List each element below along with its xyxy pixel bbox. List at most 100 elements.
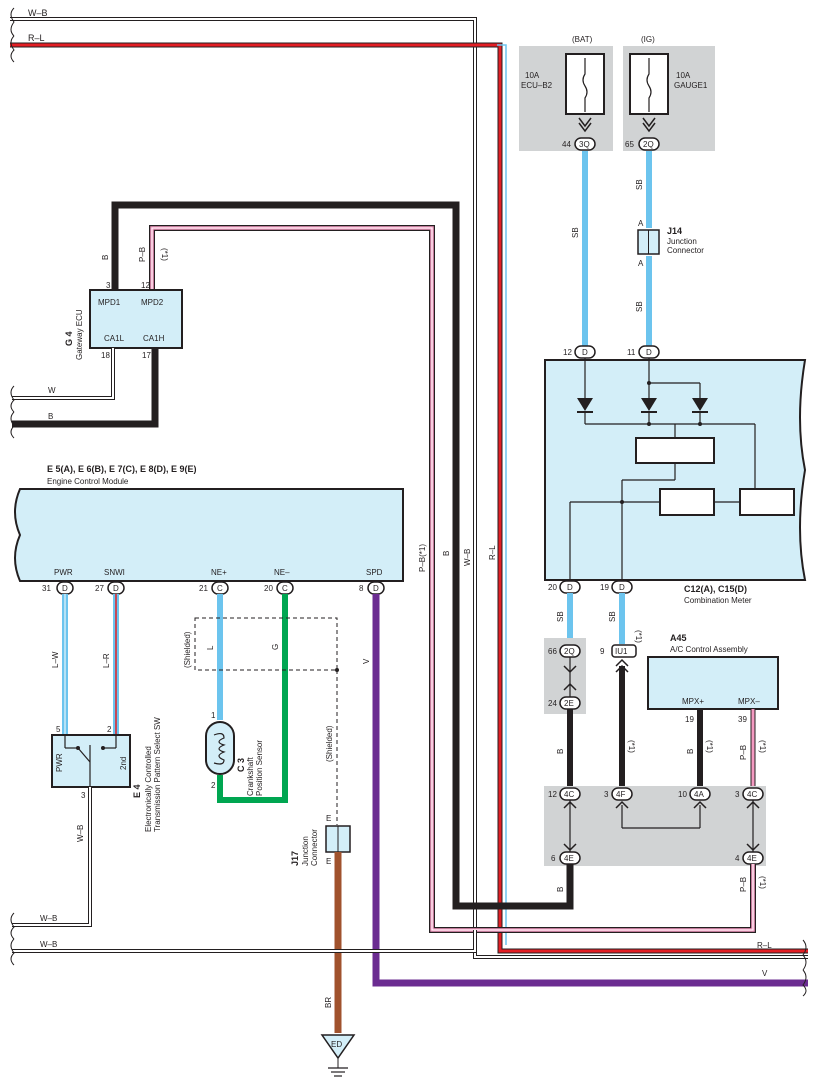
engine-control-module: E 5(A), E 6(B), E 7(C), E 8(D), E 9(E) E…	[14, 464, 404, 595]
e4-pwr: PWR	[55, 753, 64, 772]
e4-2nd: 2nd	[119, 757, 128, 770]
ac-control-assembly: A45 A/C Control Assembly MPX+ MPX– 19 39	[647, 633, 779, 724]
meter-pin-19: 19	[600, 583, 609, 592]
j14-code: J14	[667, 226, 682, 236]
e4-line2: Transmission Pattern Select SW	[153, 717, 162, 832]
pin-44: 44	[562, 140, 571, 149]
gw-pin3: 3	[106, 281, 111, 290]
j14-pin-bottom: A	[638, 259, 644, 268]
wire-g: G	[271, 644, 280, 650]
wire-sb-b: SB	[635, 179, 644, 190]
w-pbn: (*1)	[758, 876, 767, 889]
jb-4e: 4E	[564, 854, 574, 863]
ecm-conn-d1: D	[62, 584, 68, 593]
gw-wire-note: (*1)	[160, 248, 169, 261]
j17-wire-br: BR	[324, 997, 333, 1008]
meter-name: Combination Meter	[684, 596, 752, 605]
wire-lw: L–W	[51, 651, 60, 668]
c3-pin2: 2	[211, 781, 216, 790]
gw-ca1l: CA1L	[104, 334, 125, 343]
j17-line2: Connector	[310, 829, 319, 866]
bottom-wb1: W–B	[40, 914, 57, 923]
bottom-rl: R–L	[757, 941, 772, 950]
c3-line2: Position Sensor	[255, 740, 264, 796]
pin-65: 65	[625, 140, 634, 149]
w-a45-pb: P–B	[739, 745, 748, 760]
w-a45-b: B	[686, 749, 695, 754]
ecm-term-pwr: PWR	[54, 568, 73, 577]
conn-2q: 2Q	[643, 140, 654, 149]
jb-12: 12	[548, 790, 557, 799]
fuse-amp-ig: 10A	[676, 71, 691, 80]
a45-pin39: 39	[738, 715, 747, 724]
wire-sb-20: SB	[556, 611, 565, 622]
ecm-wires: L–W L–R L G V	[51, 594, 808, 987]
meter-conn-d3: D	[567, 583, 573, 592]
gw-mpd1: MPD1	[98, 298, 121, 307]
ecm-num-27: 27	[95, 584, 104, 593]
junction-bar: 4C 12 4F 3 4A 10 4C 3 4E 6 4E 4	[544, 786, 766, 866]
fuse-gauge1: (IG) 10A GAUGE1 2Q 65	[623, 35, 715, 151]
conn-3q: 3Q	[579, 140, 590, 149]
jb-3: 3	[604, 790, 609, 799]
transmission-pattern-switch: PWR 2nd 5 2 3 E 4 Electronically Control…	[12, 717, 162, 927]
harness-labels: P–B(*1) B W–B R–L	[418, 544, 497, 572]
wire-l: L	[206, 645, 215, 650]
fuse-ecu-b2: (BAT) 10A ECU–B2 3Q 44	[519, 35, 613, 151]
a45-mpxp: MPX+	[682, 697, 704, 706]
e4-wire-wb: W–B	[76, 825, 85, 842]
jn-2q: 2Q	[564, 647, 575, 656]
jb-4c: 4C	[564, 790, 574, 799]
fuse-source-bat: (BAT)	[572, 35, 593, 44]
meter-conn-d4: D	[619, 583, 625, 592]
jb-4e2: 4E	[747, 854, 757, 863]
jb-4: 4	[735, 854, 740, 863]
w-b1: B	[556, 749, 565, 754]
shielded-label-a: (Shielded)	[183, 631, 192, 668]
vl-b: B	[442, 551, 451, 556]
c3-pin1: 1	[211, 711, 216, 720]
gw-mpd2: MPD2	[141, 298, 164, 307]
gw-pin12: 12	[141, 281, 150, 290]
ecm-conn-c2: C	[282, 584, 288, 593]
jn-9: 9	[600, 647, 605, 656]
vl-rl: R–L	[488, 545, 497, 560]
gw-pin17: 17	[142, 351, 151, 360]
jb-4c2: 4C	[747, 790, 757, 799]
j14-title2: Connector	[667, 246, 704, 255]
jb-4f: 4F	[616, 790, 625, 799]
wire-sb-c: SB	[635, 301, 644, 312]
ecm-term-snwi: SNWI	[104, 568, 125, 577]
ecm-conn-d2: D	[113, 584, 119, 593]
j14-title1: Junction	[667, 237, 697, 246]
lower-segment-labels: B P–B (*1)	[556, 876, 767, 892]
top-wb-label: W–B	[28, 8, 48, 18]
vl-wb: W–B	[463, 549, 472, 566]
gw-wire-w: W	[48, 386, 56, 395]
bottom-wb2: W–B	[40, 940, 57, 949]
vl-pb1: P–B(*1)	[418, 544, 427, 572]
j14-pin-top: A	[638, 219, 644, 228]
e4-code: E 4	[132, 784, 142, 798]
a45-name: A/C Control Assembly	[670, 645, 748, 654]
jb-3b: 3	[735, 790, 740, 799]
jb-6: 6	[551, 854, 556, 863]
ecm-conn-c1: C	[217, 584, 223, 593]
ecm-num-8: 8	[359, 584, 364, 593]
ground-ed: ED	[331, 1040, 342, 1049]
wire-v: V	[362, 658, 371, 664]
a45-pin19: 19	[685, 715, 694, 724]
gateway-ecu: MPD1 MPD2 CA1L CA1H 3 12 18 17 G 4 Gatew…	[10, 201, 756, 933]
w-a45-pbn: (*1)	[758, 740, 767, 753]
top-rl-label: R–L	[28, 33, 45, 43]
c3-line1: Crankshaft	[246, 757, 255, 796]
wire-sb-a: SB	[571, 227, 580, 238]
w-b3: B	[556, 887, 565, 892]
ecm-num-21: 21	[199, 584, 208, 593]
bottom-v: V	[762, 969, 768, 978]
gw-name: Gateway ECU	[75, 309, 84, 360]
shielded-label-b: (Shielded)	[325, 725, 334, 762]
e4-pin5: 5	[56, 725, 61, 734]
meter-pin-11: 11	[627, 348, 636, 357]
ecm-term-nem: NE–	[274, 568, 290, 577]
